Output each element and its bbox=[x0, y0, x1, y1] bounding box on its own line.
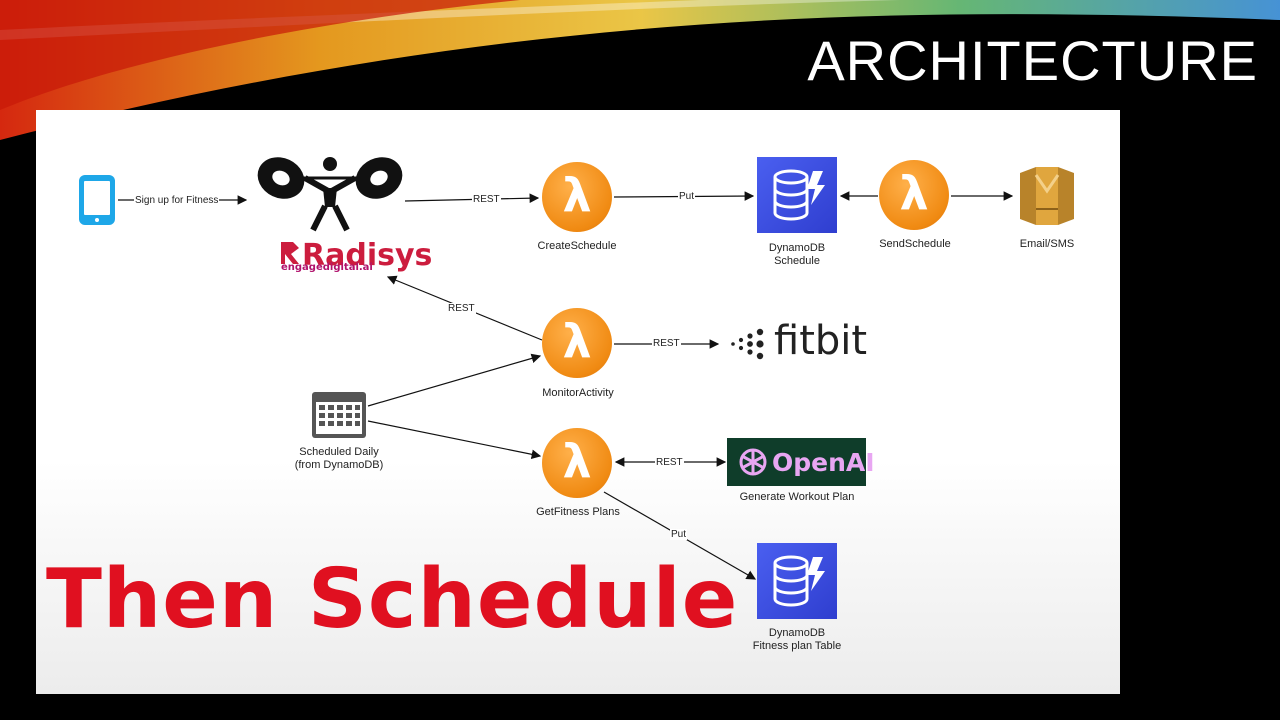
weightlifter-icon bbox=[257, 157, 403, 232]
calendar-icon bbox=[312, 392, 366, 438]
slide-title: ARCHITECTURE bbox=[807, 29, 1258, 92]
scheduler-label-1: Scheduled Daily bbox=[299, 446, 379, 458]
dynamodb-fitness-label-1: DynamoDB bbox=[768, 627, 826, 639]
fitbit-brand: fitbit bbox=[774, 318, 868, 364]
dynamodb-schedule-label-1: DynamoDB bbox=[768, 242, 826, 254]
lambda-get-fitness-plans-icon: λ bbox=[542, 428, 612, 498]
amazon-ses-icon bbox=[1020, 167, 1074, 225]
openai-logo-icon bbox=[739, 448, 767, 476]
edge-scheduler-getfitness bbox=[367, 420, 542, 460]
edge-label-put-schedule: Put bbox=[678, 191, 696, 202]
radisys-brand: Radisys bbox=[302, 238, 433, 273]
lambda-send-schedule-icon: λ bbox=[879, 160, 949, 230]
edge-label-rest-fitbit: REST bbox=[652, 338, 681, 349]
dynamodb-schedule-label-2: Schedule bbox=[774, 255, 820, 267]
fitbit-dots-icon bbox=[731, 328, 764, 360]
lambda-monitor-activity-icon: λ bbox=[542, 308, 612, 378]
openai-brand: OpenAI bbox=[772, 448, 875, 477]
edge-radisys-create bbox=[404, 193, 540, 203]
edge-label-rest-create: REST bbox=[472, 194, 501, 205]
monitor-activity-label: MonitorActivity bbox=[542, 387, 614, 399]
edge-label-rest-monitor: REST bbox=[447, 303, 476, 314]
radisys-logo-icon bbox=[281, 242, 299, 264]
send-schedule-label: SendSchedule bbox=[879, 238, 951, 250]
openai-label: Generate Workout Plan bbox=[739, 491, 855, 503]
dynamodb-schedule-icon bbox=[757, 157, 837, 233]
edge-label-signup: Sign up for Fitness bbox=[134, 195, 220, 206]
then-schedule-overlay: Then Schedule bbox=[46, 552, 739, 647]
scheduler-label-2: (from DynamoDB) bbox=[294, 459, 384, 471]
lambda-create-schedule-icon: λ bbox=[542, 162, 612, 232]
dynamodb-fitness-plan-icon bbox=[757, 543, 837, 619]
radisys-subbrand: engagedigital.ai bbox=[281, 262, 373, 273]
decorative-banner bbox=[0, 0, 1280, 140]
edge-label-rest-openai: REST bbox=[655, 457, 684, 468]
email-sms-label: Email/SMS bbox=[1019, 238, 1075, 250]
get-fitness-plans-label: GetFitness Plans bbox=[536, 506, 620, 518]
edge-scheduler-monitor bbox=[367, 353, 542, 407]
dynamodb-fitness-label-2: Fitness plan Table bbox=[752, 640, 842, 652]
create-schedule-label: CreateSchedule bbox=[537, 240, 617, 252]
edge-label-put-fitness: Put bbox=[670, 529, 688, 540]
smartphone-icon bbox=[79, 175, 115, 225]
